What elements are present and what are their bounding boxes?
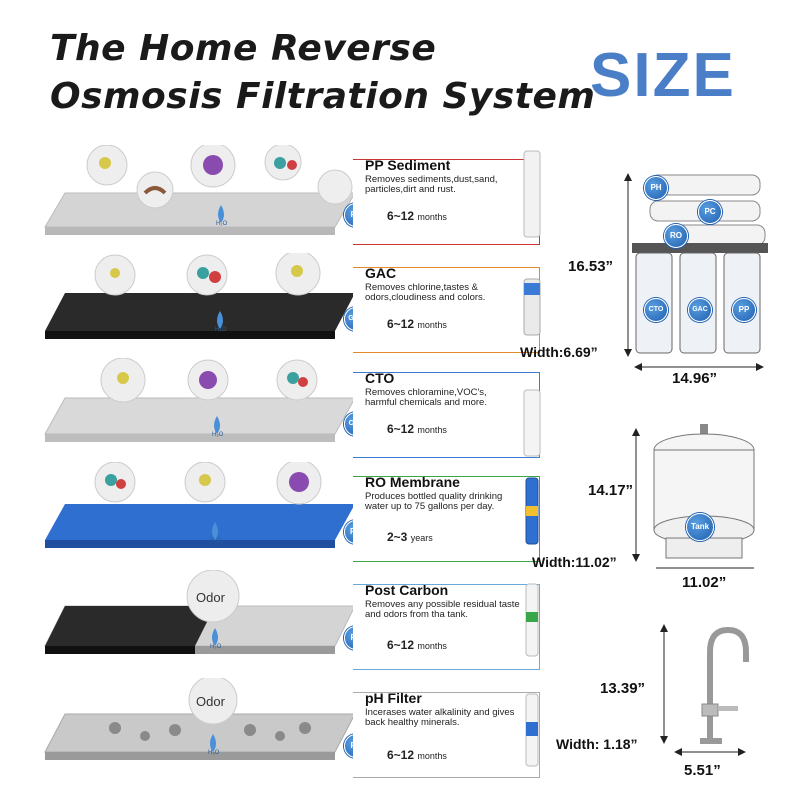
cto-info-box [353, 372, 540, 458]
pp-housing-badge: PP [732, 298, 756, 322]
gac-description: Removes chlorine,tastes & odors,cloudine… [365, 282, 486, 303]
pp-layer-illustration [44, 145, 356, 235]
system-height: 16.53” [568, 258, 614, 275]
gac-duration-value: 6~12 [387, 317, 415, 331]
ro-layer-illustration [45, 462, 355, 548]
gac-filter-cartridge [523, 278, 541, 336]
gac-housing-badge: GAC [688, 298, 712, 322]
water-drop-label: H₂O [212, 432, 224, 438]
pc-title: Post Carbon [365, 582, 449, 598]
cto-description: Removes chloramine,VOC's, harmful chemic… [365, 387, 487, 408]
faucet-height: 13.39” [600, 680, 646, 697]
gac-title: GAC [365, 265, 397, 281]
ph-odor-label: Odor [196, 694, 225, 709]
size-heading: SIZE [590, 41, 736, 110]
faucet-width: Width: 1.18” [556, 736, 638, 752]
pc-housing-badge: PC [698, 200, 722, 224]
pc-info-box [353, 584, 540, 670]
ro-housing-badge: RO [664, 224, 688, 248]
pc-layer-illustration [44, 570, 356, 654]
ro-title: RO Membrane [365, 474, 460, 490]
ph-layer-illustration [44, 678, 356, 760]
stage-pp-sediment: H₂O PP PP Sediment Removes sediments,dus… [35, 145, 635, 255]
gac-duration-unit: months [417, 320, 447, 330]
tank-illustration [632, 424, 755, 569]
stage-gac: H₂O GAC GAC Removes chlorine,tastes & od… [35, 253, 635, 363]
ro-system-illustration [624, 173, 768, 371]
pp-duration: 6~12 months [387, 209, 447, 223]
title-line-2: Osmosis Filtration System [50, 76, 596, 117]
ph-title: pH Filter [365, 690, 422, 706]
stage-post-carbon: Odor H₂O PC Post Carbon Removes any poss… [35, 570, 635, 680]
gac-duration: 6~12 months [387, 317, 447, 331]
ro-description: Produces bottled quality drinking water … [365, 491, 503, 512]
pc-filter-cartridge [525, 583, 539, 657]
tank-badge: Tank [686, 513, 714, 541]
ph-description: Incerases water alkalinity and gives bac… [365, 707, 515, 728]
cto-title: CTO [365, 370, 395, 386]
pc-duration: 6~12 months [387, 638, 447, 652]
ro-info-box [353, 476, 540, 562]
system-width: Width:6.69” [520, 344, 598, 360]
water-drop-label: H₂O [215, 327, 227, 333]
ro-duration-value: 2~3 [387, 530, 408, 544]
system-length: 14.96” [672, 370, 718, 387]
faucet-length: 5.51” [684, 762, 721, 779]
water-drop-label: H₂O [210, 644, 222, 650]
ph-housing-badge: PH [644, 176, 668, 200]
ro-duration-unit: years [410, 533, 433, 543]
cto-duration-value: 6~12 [387, 422, 415, 436]
cto-layer-illustration [44, 358, 356, 442]
title-line-1: The Home Reverse [50, 28, 437, 69]
pp-info-box [353, 159, 540, 245]
cto-duration-unit: months [417, 425, 447, 435]
pc-description: Removes any possible residual taste and … [365, 599, 520, 620]
pp-duration-value: 6~12 [387, 209, 415, 223]
faucet-illustration [660, 624, 749, 756]
pp-duration-unit: months [417, 212, 447, 222]
pc-duration-unit: months [417, 641, 447, 651]
ro-membrane-cartridge [525, 477, 539, 545]
cto-housing-badge: CTO [644, 298, 668, 322]
water-drop-label: H₂O [210, 538, 222, 544]
stage-ro-membrane: H₂O RO RO Membrane Produces bottled qual… [35, 462, 635, 572]
tank-height: 14.17” [588, 482, 634, 499]
pp-title: PP Sediment [365, 157, 451, 173]
pp-filter-cartridge [523, 150, 541, 238]
gac-layer-illustration [45, 253, 355, 339]
stage-ph-filter: Odor H₂O PH pH Filter Incerases water al… [35, 678, 635, 788]
ph-info-box [353, 692, 540, 778]
water-drop-label: H₂O [208, 750, 220, 756]
tank-width: Width:11.02” [532, 554, 617, 570]
water-drop-label: H₂O [216, 221, 228, 227]
cto-duration: 6~12 months [387, 422, 447, 436]
tank-length: 11.02” [682, 574, 727, 591]
ph-duration: 6~12 months [387, 748, 447, 762]
ph-duration-unit: months [417, 751, 447, 761]
pc-duration-value: 6~12 [387, 638, 415, 652]
cto-filter-cartridge [523, 389, 541, 457]
ro-duration: 2~3 years [387, 530, 433, 544]
ph-duration-value: 6~12 [387, 748, 415, 762]
stage-cto: H₂O CTO CTO Removes chloramine,VOC's, ha… [35, 358, 635, 468]
gac-info-box [353, 267, 540, 353]
pc-odor-label: Odor [196, 590, 225, 605]
pp-description: Removes sediments,dust,sand, particles,d… [365, 174, 498, 195]
ph-filter-cartridge [525, 693, 539, 767]
